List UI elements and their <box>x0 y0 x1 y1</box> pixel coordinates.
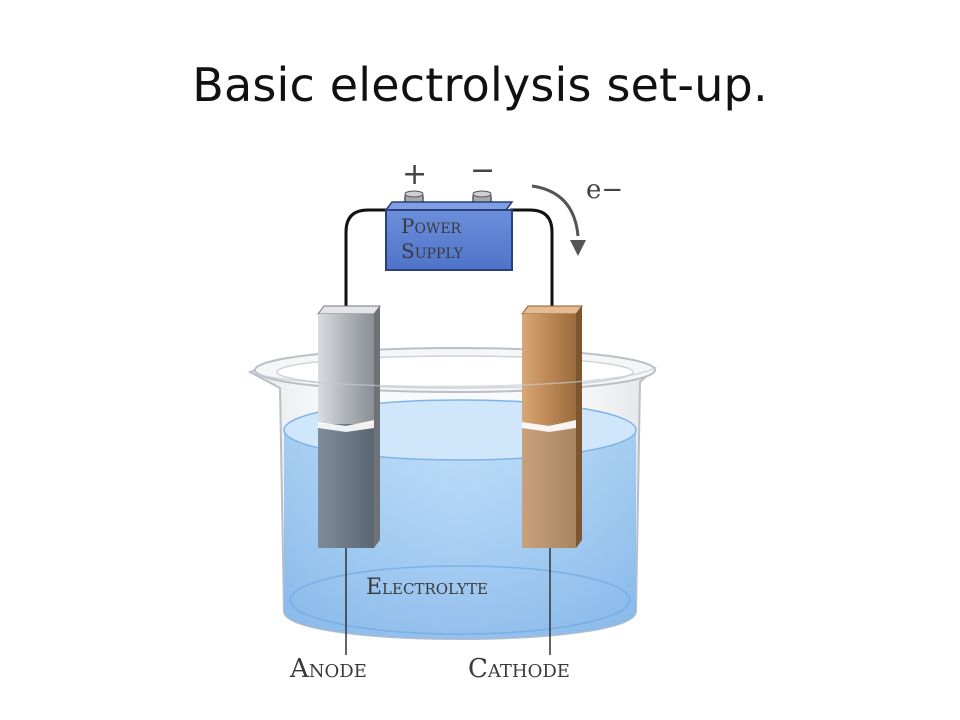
power-supply-line1: Power <box>401 214 462 238</box>
electrolyte-label: Electrolyte <box>366 575 488 600</box>
positive-terminal-label: + <box>402 157 427 192</box>
cathode-electrode <box>521 305 583 548</box>
cathode-label: Cathode <box>468 654 570 684</box>
wire-cathode <box>510 208 554 310</box>
power-supply: Power Supply <box>384 190 514 271</box>
power-supply-line2: Supply <box>401 239 464 263</box>
anode-electrode <box>317 305 381 548</box>
wire-anode <box>344 208 388 310</box>
electron-flow-arrow <box>531 184 586 256</box>
slide-title: Basic electrolysis set-up. <box>192 58 768 112</box>
anode-label: Anode <box>289 654 367 684</box>
electron-label: e− <box>586 175 623 205</box>
negative-terminal-label: − <box>470 153 495 188</box>
